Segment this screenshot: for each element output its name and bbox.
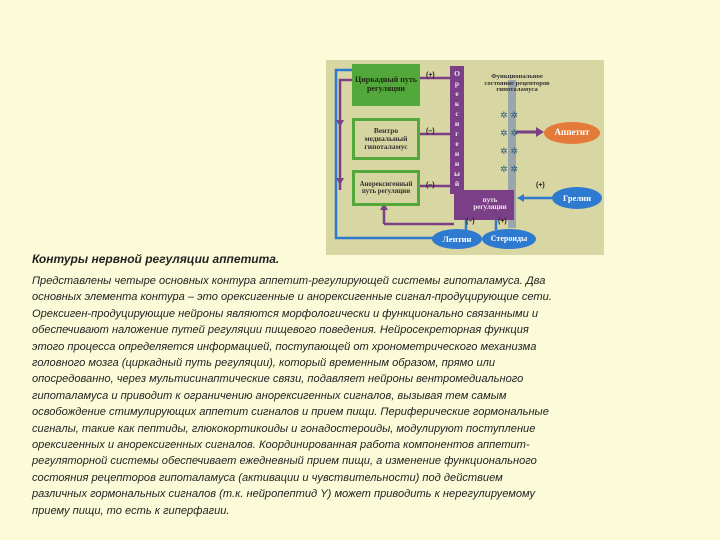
orexigenic-letter: й bbox=[454, 179, 460, 188]
orexigenic-letter: р bbox=[454, 79, 460, 88]
caption-line: Орексиген-продуцирующие нейроны являются… bbox=[32, 307, 539, 320]
appetite-regulation-figure: ✲ ✲ ✲ ✲ ✲ ✲ ✲ ✲ Циркадный путь регуляции… bbox=[326, 60, 604, 255]
svg-text:✲ ✲: ✲ ✲ bbox=[500, 165, 518, 175]
orexigenic-letter: с bbox=[455, 109, 459, 118]
caption-line: освобождение стимулирующих аппетит сигна… bbox=[32, 406, 549, 419]
caption-line: Представлены четыре основных контура апп… bbox=[32, 275, 546, 287]
caption-line: основных элемента контура – это орексиге… bbox=[32, 291, 552, 304]
caption-line: гипоталамуса и приводит к ограничению ан… bbox=[32, 389, 507, 402]
caption-line: обеспечивают наложение путей регуляции п… bbox=[32, 324, 529, 337]
caption-line: этого процесса определяется информацией,… bbox=[32, 340, 537, 353]
caption-line: орексигенных и анорексигенных сигналов. … bbox=[32, 439, 530, 452]
caption-line: головного мозга (циркадный путь регуляци… bbox=[32, 357, 496, 370]
orexigenic-letter: ы bbox=[454, 169, 460, 178]
orexigenic-letter: г bbox=[455, 129, 459, 138]
orexigenic-letter: е bbox=[455, 89, 459, 98]
caption-line: различных гормональных сигналов (т.к. не… bbox=[32, 488, 536, 501]
anorexigenic-sign: (–) bbox=[426, 182, 435, 189]
ghrelin-oval: Грелин bbox=[552, 187, 602, 209]
circadian-label: Циркадный путь регуляции bbox=[354, 66, 418, 104]
orexigenic-letter: О bbox=[454, 69, 460, 78]
orexigenic-path-label: путь регуляции bbox=[473, 195, 507, 211]
orexigenic-letter: н bbox=[454, 159, 460, 168]
caption-line: состояния рецепторов гипоталамуса (актив… bbox=[32, 471, 503, 484]
caption-title: Контуры нервной регуляции аппетита. bbox=[32, 252, 280, 266]
ghrelin-sign: (+) bbox=[536, 182, 545, 189]
orexigenic-letter: н bbox=[454, 149, 460, 158]
caption-line: регуляторной системы обеспечивает ежедне… bbox=[32, 455, 537, 468]
leptin-oval: Лептин bbox=[432, 229, 482, 249]
anorexigenic-label: Анорексигенный путь регуляции bbox=[355, 173, 417, 203]
caption-line: приему пищи, то есть к гиперфагии. bbox=[32, 504, 230, 517]
steroids-sign: (+) bbox=[498, 218, 507, 225]
ventromedial-label: Вентро медиальный гипоталамус bbox=[355, 121, 417, 157]
circadian-box: Циркадный путь регуляции bbox=[352, 64, 420, 106]
steroids-oval: Стероиды bbox=[482, 229, 536, 249]
ventromedial-box: Вентро медиальный гипоталамус bbox=[352, 118, 420, 160]
svg-text:✲ ✲: ✲ ✲ bbox=[500, 147, 518, 157]
svg-text:✲ ✲: ✲ ✲ bbox=[500, 111, 518, 121]
caption-line: опосредованно, через мультисинаптические… bbox=[32, 373, 524, 386]
appetite-oval: Аппетит bbox=[544, 122, 600, 144]
orexigenic-letter: и bbox=[454, 119, 460, 128]
functional-state-label: Функциональное состояние рецепторов гипо… bbox=[484, 72, 550, 94]
orexigenic-letter: е bbox=[455, 139, 459, 148]
anorexigenic-box: Анорексигенный путь регуляции bbox=[352, 170, 420, 206]
figure-connectors: ✲ ✲ ✲ ✲ ✲ ✲ ✲ ✲ bbox=[334, 66, 552, 240]
caption-body: Представлены четыре основных контура апп… bbox=[32, 273, 702, 519]
svg-text:✲ ✲: ✲ ✲ bbox=[500, 129, 518, 139]
ventromedial-sign: (–) bbox=[426, 128, 435, 135]
leptin-sign: (–) bbox=[466, 218, 475, 225]
circadian-sign: (+) bbox=[426, 72, 435, 79]
caption-line: сигналы, такие как пептиды, глюкокортико… bbox=[32, 422, 536, 435]
orexigenic-letter: к bbox=[454, 99, 460, 108]
